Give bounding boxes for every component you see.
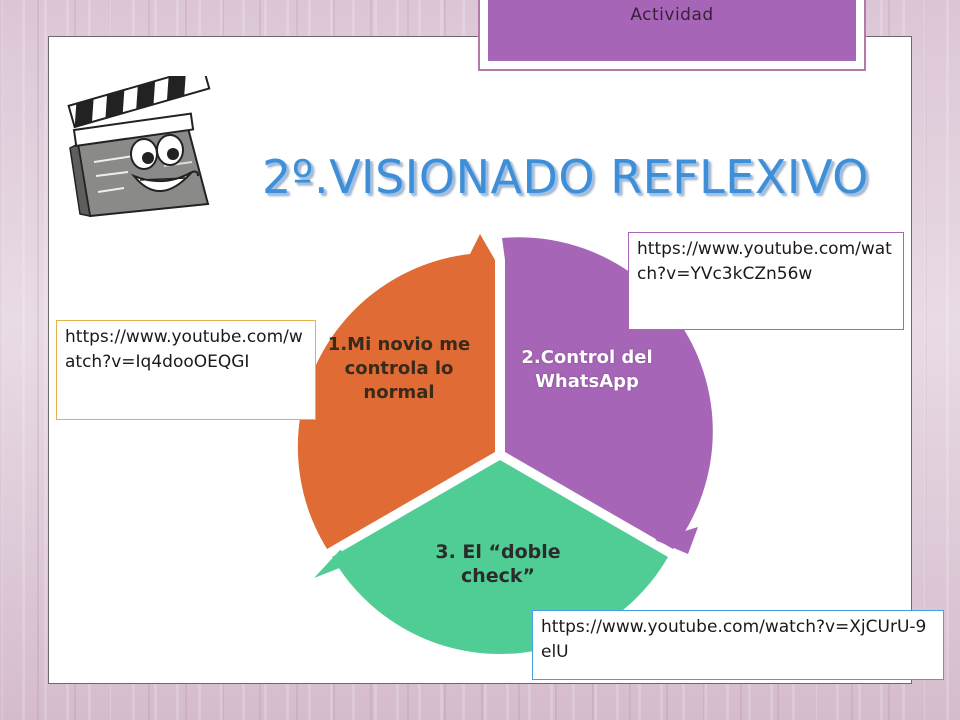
cycle-segment-1 [297, 234, 495, 549]
video-link-1[interactable]: https://www.youtube.com/watch?v=Iq4dooOE… [56, 320, 316, 420]
cycle-arrow-3 [314, 550, 360, 578]
video-link-3[interactable]: https://www.youtube.com/watch?v=XjCUrU-9… [532, 610, 944, 680]
cycle-label-1: 1.Mi novio me controla lo normal [327, 334, 471, 403]
page-title: 2º.VISIONADO REFLEXIVO [262, 150, 869, 204]
cycle-label-2: 2.Control del WhatsApp [521, 347, 653, 392]
activity-tab-fill: Actividad [488, 0, 856, 61]
video-link-2[interactable]: https://www.youtube.com/watch?v=YVc3kCZn… [628, 232, 904, 330]
activity-label: Actividad [630, 5, 714, 25]
cycle-arrow-2 [655, 527, 698, 554]
activity-tab[interactable]: Actividad [478, 0, 866, 71]
cycle-label-3: 3. El “doble check” [435, 541, 561, 587]
cycle-segment-3 [332, 460, 668, 654]
clapperboard-icon [67, 76, 211, 218]
